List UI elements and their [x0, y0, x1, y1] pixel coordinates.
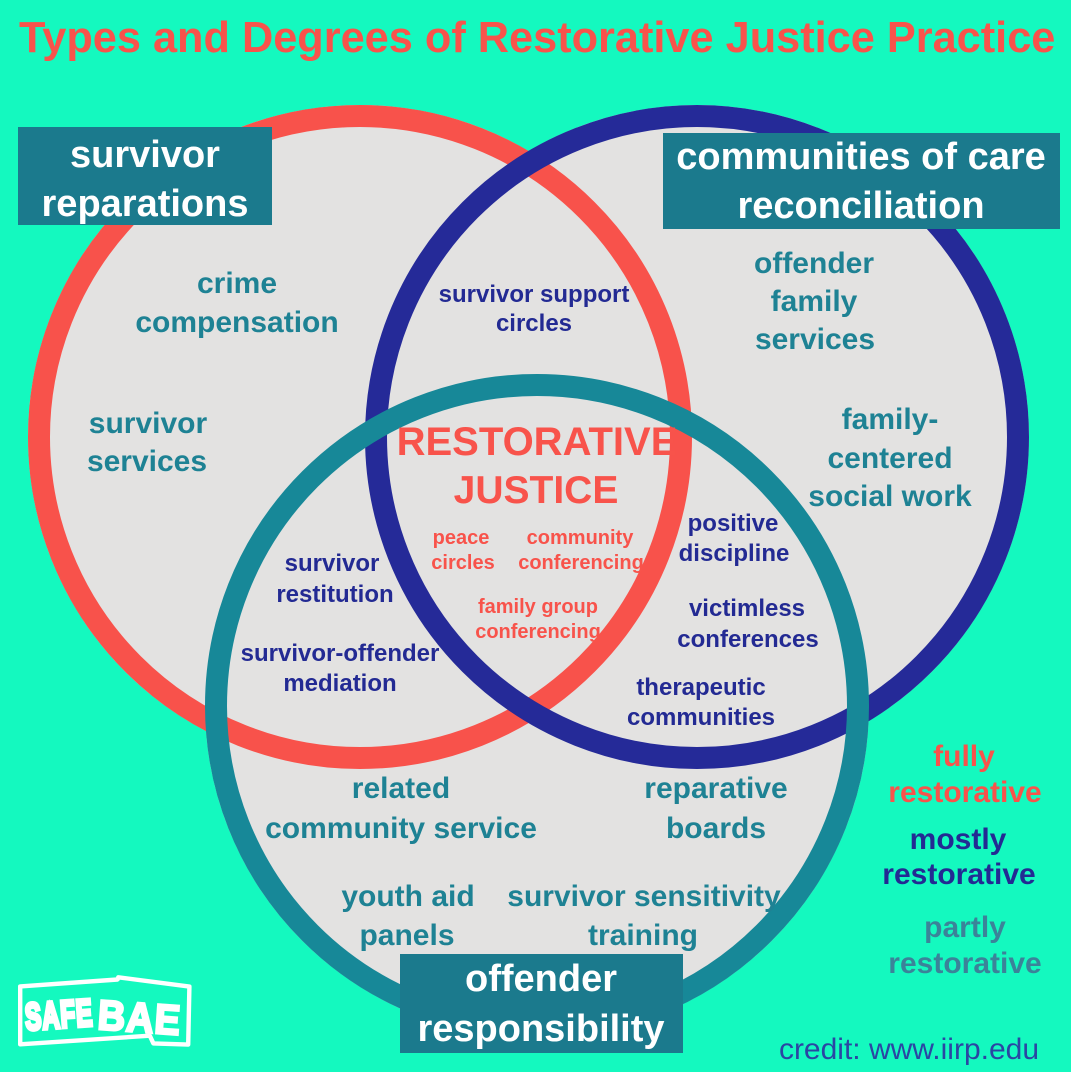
svg-text:survivor: survivor — [70, 134, 220, 176]
svg-text:panels: panels — [359, 919, 454, 952]
svg-text:family-: family- — [842, 403, 939, 436]
svg-text:training: training — [588, 919, 698, 952]
svg-text:offender: offender — [754, 247, 874, 280]
svg-text:restitution: restitution — [276, 581, 393, 608]
svg-text:Types and Degrees of Restorati: Types and Degrees of Restorative Justice… — [19, 14, 1055, 62]
svg-text:survivor sensitivity: survivor sensitivity — [507, 880, 781, 913]
svg-text:circles: circles — [431, 552, 494, 574]
svg-text:victimless: victimless — [689, 595, 805, 622]
svg-text:communities of care: communities of care — [676, 136, 1046, 178]
svg-text:JUSTICE: JUSTICE — [454, 469, 619, 512]
svg-text:services: services — [755, 323, 875, 356]
svg-text:survivor: survivor — [89, 407, 208, 440]
svg-text:social work: social work — [808, 480, 972, 513]
svg-text:services: services — [87, 445, 207, 478]
svg-text:conferences: conferences — [677, 626, 818, 653]
svg-text:survivor support: survivor support — [439, 281, 630, 308]
svg-text:community service: community service — [265, 812, 537, 845]
svg-text:reparations: reparations — [42, 183, 249, 225]
svg-text:youth aid: youth aid — [341, 880, 474, 913]
svg-text:boards: boards — [666, 812, 766, 845]
svg-text:peace: peace — [433, 527, 490, 549]
svg-text:RESTORATIVE: RESTORATIVE — [397, 420, 678, 464]
svg-text:restorative: restorative — [888, 947, 1041, 980]
svg-text:offender: offender — [465, 958, 617, 1000]
svg-text:mediation: mediation — [283, 670, 396, 697]
svg-text:family: family — [771, 285, 858, 318]
svg-text:survivor: survivor — [285, 550, 380, 577]
svg-text:restorative: restorative — [882, 858, 1035, 891]
svg-text:compensation: compensation — [135, 306, 338, 339]
svg-text:centered: centered — [827, 442, 952, 475]
svg-text:fully: fully — [933, 740, 995, 773]
svg-text:circles: circles — [496, 310, 572, 337]
svg-text:therapeutic: therapeutic — [636, 674, 765, 701]
svg-text:partly: partly — [924, 911, 1006, 944]
svg-text:discipline: discipline — [679, 540, 790, 567]
svg-text:SAFE: SAFE — [24, 991, 95, 1039]
svg-text:mostly: mostly — [910, 823, 1007, 856]
svg-text:survivor-offender: survivor-offender — [241, 640, 440, 667]
svg-text:conferencing: conferencing — [475, 621, 601, 643]
svg-text:restorative: restorative — [888, 776, 1041, 809]
svg-text:crime: crime — [197, 267, 277, 300]
svg-text:related: related — [352, 772, 450, 805]
svg-text:communities: communities — [627, 704, 775, 731]
svg-text:family group: family group — [478, 596, 598, 618]
svg-text:responsibility: responsibility — [417, 1008, 664, 1050]
svg-text:credit: www.iirp.edu: credit: www.iirp.edu — [779, 1033, 1039, 1066]
svg-text:positive: positive — [688, 510, 779, 537]
svg-text:reparative: reparative — [644, 772, 787, 805]
svg-text:community: community — [527, 527, 635, 549]
svg-text:reconciliation: reconciliation — [737, 185, 984, 227]
svg-text:conferencing: conferencing — [518, 552, 644, 574]
svg-text:BAE: BAE — [96, 992, 182, 1044]
